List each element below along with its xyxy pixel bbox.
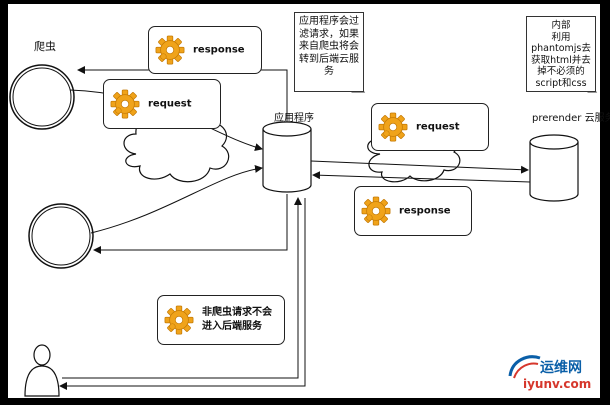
watermark-swoosh-icon: [508, 355, 541, 379]
request-card-left: request: [103, 79, 221, 129]
gear-icon: [164, 305, 194, 335]
prerender-note: 内部 利用 phantomjs去 获取html并去 掉不必须的 script和c…: [526, 16, 596, 92]
crawler-circle-bottom: [28, 203, 94, 269]
note-line: 务: [324, 66, 334, 77]
response-card-top: response: [148, 26, 262, 74]
gear-icon: [155, 35, 185, 65]
crawler-label: 爬虫: [34, 40, 56, 53]
non-crawler-card: 非爬虫请求不会 进入后端服务: [157, 295, 285, 345]
watermark-url: iyunv.com: [523, 377, 592, 391]
note-line: 转到后端云服: [299, 53, 359, 65]
crawler-circle-top: [9, 64, 75, 130]
card-label-line: 非爬虫请求不会: [202, 307, 272, 318]
card-label-line: 进入后端服务: [202, 321, 262, 332]
request-card-right: request: [371, 103, 489, 151]
app-note: 应用程序会过 滤请求，如果 来自爬虫将会 转到后端云服 务: [294, 12, 364, 92]
connector-layer: [9, 64, 598, 397]
card-label: request: [148, 98, 192, 110]
card-label: 非爬虫请求不会 进入后端服务: [202, 306, 272, 334]
prerender-cylinder: [529, 134, 579, 202]
note-line: 滤请求，如果: [299, 28, 359, 40]
app-label: 应用程序: [274, 113, 314, 124]
user-figure: [24, 344, 60, 397]
note-line: 获取html并去: [531, 54, 591, 66]
prerender-label: prerender 云服务: [532, 113, 610, 124]
card-label: response: [193, 44, 245, 56]
response-card-right: response: [354, 186, 472, 236]
card-label: request: [416, 121, 460, 133]
card-label: response: [399, 205, 451, 217]
note-line: 应用程序会过: [299, 16, 359, 27]
note-line: phantomjs去: [531, 43, 591, 54]
watermark-cn: 运维网: [540, 360, 582, 376]
note-line: 利用: [551, 31, 571, 43]
diagram-canvas: 爬虫 应用程序 prerender 云服务 response request r…: [8, 4, 610, 398]
note-line: script和css: [535, 77, 587, 89]
note-line: 内部: [551, 20, 571, 31]
gear-icon: [110, 89, 140, 119]
note-line: 掉不必须的: [537, 66, 585, 77]
gear-icon: [361, 196, 391, 226]
note-line: 来自爬虫将会: [299, 41, 359, 52]
app-cylinder: [262, 121, 312, 193]
gear-icon: [378, 112, 408, 142]
